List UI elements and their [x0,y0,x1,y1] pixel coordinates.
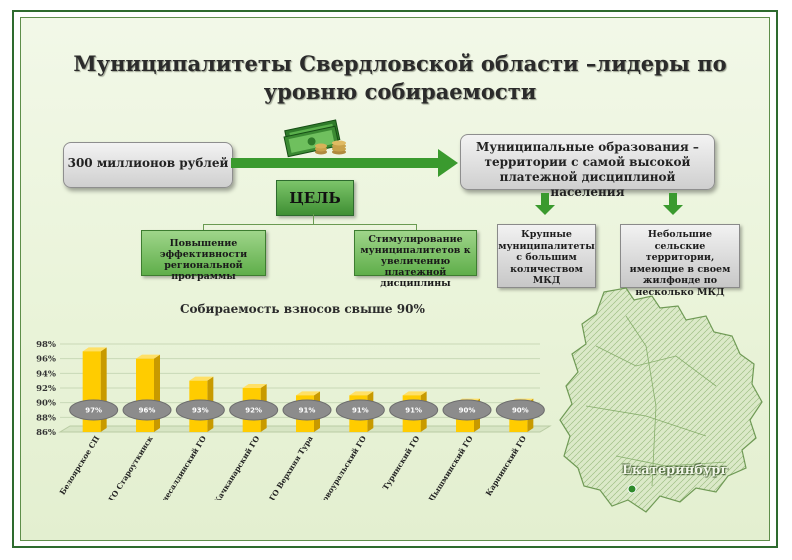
category-small-rural: Небольшие сельские территории, имеющие в… [620,224,740,298]
data-label: 91% [299,407,316,415]
outer-frame [12,10,778,548]
data-label: 93% [192,407,209,415]
bar-top [296,391,320,396]
data-label: 91% [352,407,369,415]
goal-item-stimulation: Стимулирование муниципалитетов к увеличе… [354,230,477,289]
x-tick-label: ГО Староуткинск [107,434,155,500]
money-box: 300 миллионов рублей [63,142,233,188]
y-tick-label: 98% [36,340,56,350]
data-label: 91% [405,407,422,415]
region-map [559,287,763,513]
y-tick-label: 96% [36,355,56,365]
value-bubble [229,399,279,421]
x-tick-label: Качканарский ГО [212,434,261,500]
bar-top [136,354,160,359]
slide-title: Муниципалитеты Свердловской области –лид… [73,51,727,104]
value-bubble [175,399,225,421]
x-tick-label: Пышминский ГО [427,434,475,500]
data-label: 90% [459,407,476,415]
bar-chart: 86% 88% 90% 92% 94% 96% 98% 97% Белоярское СП 96%… [36,340,552,500]
bar-top [82,347,107,352]
down-arrow-left [535,193,555,215]
goal-box: ЦЕЛЬ [276,180,354,216]
value-bubble [69,399,119,421]
bar-top [242,384,267,388]
bar-top [349,391,374,396]
bar-side [154,354,160,432]
value-bubble [122,399,172,421]
value-bubble [442,399,492,421]
x-tick-label: ГО Верхняя Тура [267,434,314,500]
y-tick-label: 94% [36,369,56,379]
x-tick-label: Карпинский ГО [484,434,528,498]
territories-box: Муниципальные образования – территории с… [460,134,715,199]
goal-connector-horizontal [203,224,417,231]
y-tick-label: 92% [36,384,56,394]
value-bubble [282,399,332,421]
main-arrow-shaft [231,158,443,168]
x-tick-label: Туринский ГО [381,434,422,492]
category-large-municipalities: Крупные муниципалитеты с большим количес… [497,224,596,288]
bar-top [402,391,427,396]
value-bubble [335,399,385,421]
y-tick-label: 86% [36,428,56,438]
x-tick-label: Верхнесалдинский ГО [149,434,208,500]
bar-top [189,376,214,381]
goal-connector-vertical [313,214,314,224]
down-arrow-right [663,193,683,215]
map-city-label: Екатеринбург [622,463,729,478]
money-stack-icon [283,119,346,158]
x-tick-label: Белоярское СП [58,434,102,496]
main-arrow-head [438,149,458,177]
region-shape [559,287,763,513]
data-label: 96% [139,407,156,415]
bar [136,358,154,432]
data-label: 90% [512,407,529,415]
y-tick-label: 88% [36,413,56,423]
value-bubble [389,399,439,421]
y-tick-label: 90% [36,399,56,409]
data-label: 97% [85,407,102,415]
goal-item-efficiency: Повышение эффективности региональной про… [141,230,266,282]
x-tick-label: Новоуральский ГО [316,434,368,500]
value-bubble [495,399,545,421]
chart-title: Собираемость взносов свыше 90% [180,302,425,316]
data-label: 92% [245,407,262,415]
